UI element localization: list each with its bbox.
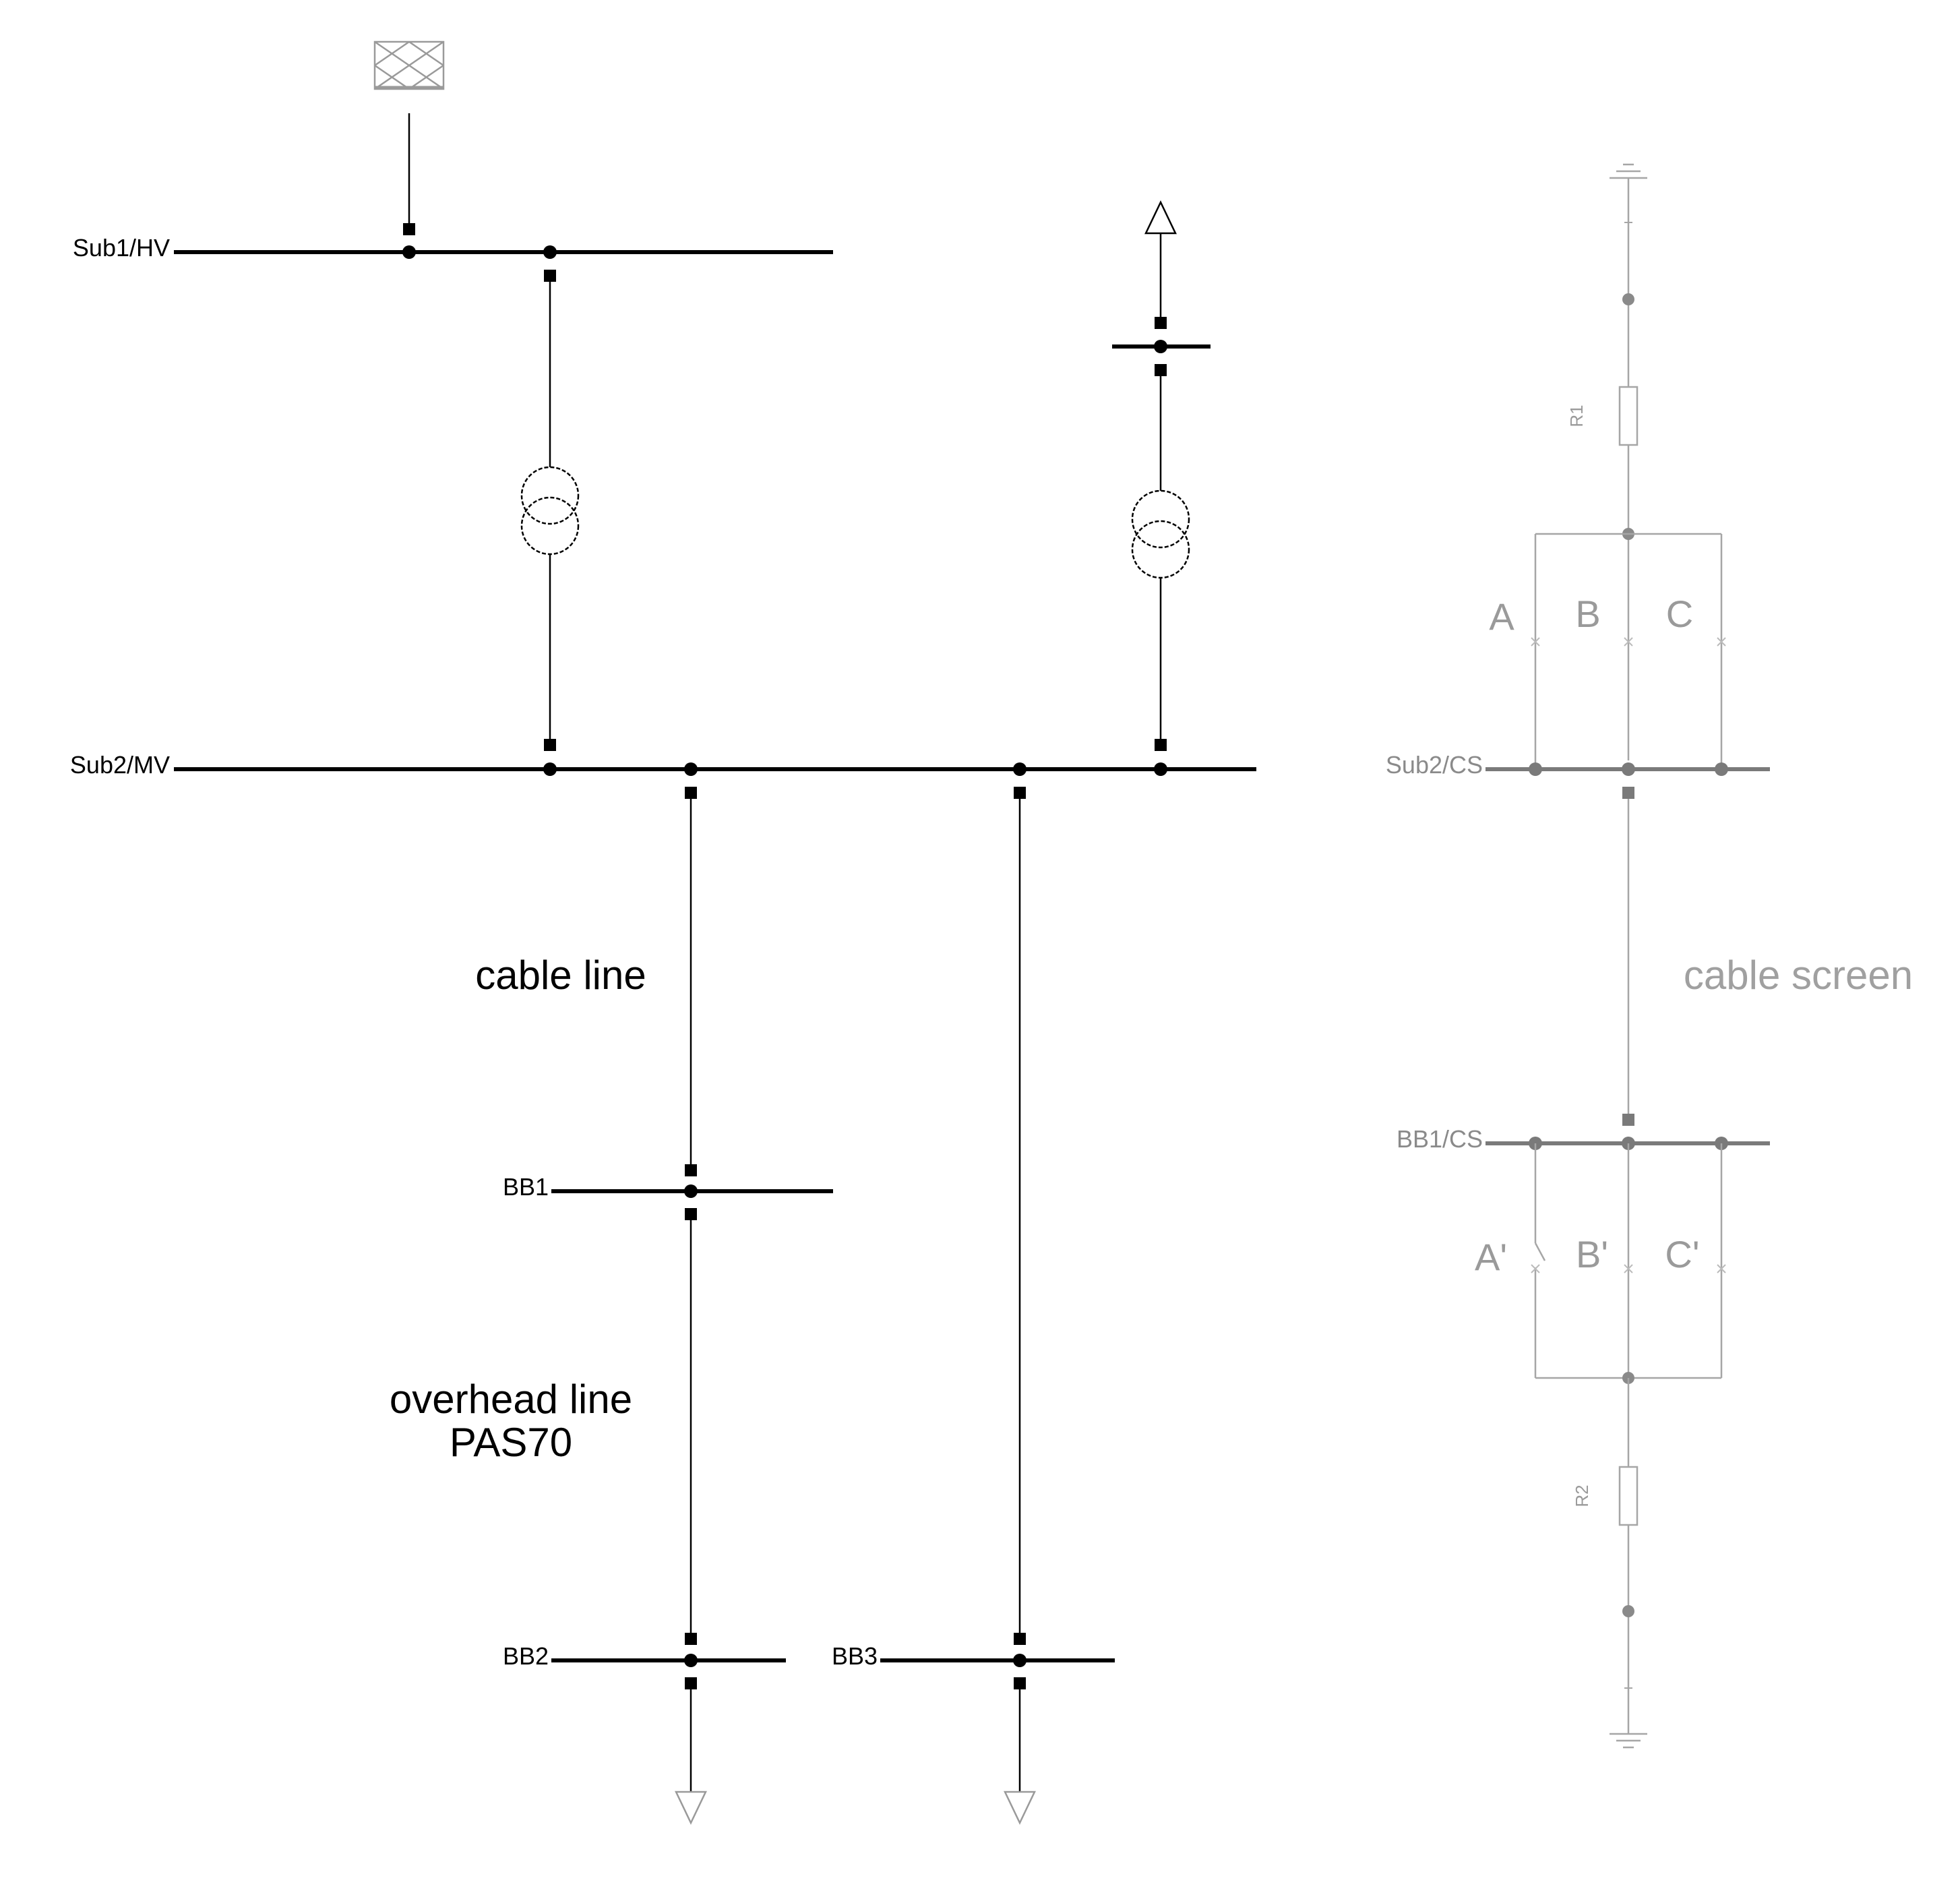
label-phase-b: B xyxy=(1575,593,1600,635)
breaker-square xyxy=(1622,1114,1634,1126)
label-overhead-line: overhead line xyxy=(390,1377,632,1422)
breaker-square xyxy=(685,787,697,799)
label-sub2-cs: Sub2/CS xyxy=(1386,751,1483,779)
breaker-square xyxy=(544,270,556,282)
transformer-1-icon[interactable] xyxy=(520,466,580,555)
label-pas70: PAS70 xyxy=(450,1420,572,1465)
node-dot xyxy=(1013,762,1027,776)
node-dot xyxy=(543,245,557,259)
breaker-square xyxy=(685,1633,697,1645)
resistor-r2[interactable] xyxy=(1618,1466,1639,1526)
breaker-square xyxy=(685,1677,697,1689)
breaker-square xyxy=(685,1208,697,1220)
breaker-square xyxy=(1622,787,1634,799)
label-bb1: BB1 xyxy=(503,1173,549,1201)
label-sub2-mv: Sub2/MV xyxy=(70,751,170,779)
breaker-square xyxy=(1014,1633,1026,1645)
label-bb2: BB2 xyxy=(503,1642,549,1670)
node-dot xyxy=(1622,1605,1634,1617)
main-network xyxy=(174,40,1256,1825)
label-phase-c-prime: C' xyxy=(1665,1233,1699,1275)
breaker-square xyxy=(544,739,556,751)
node-dot xyxy=(1715,762,1728,776)
label-cable-screen: cable screen xyxy=(1684,953,1913,998)
node-dot xyxy=(684,1184,698,1198)
breaker-square xyxy=(1155,317,1167,329)
label-bb1-cs: BB1/CS xyxy=(1397,1125,1483,1153)
transformer-2-icon[interactable] xyxy=(1131,489,1190,579)
earth-icon xyxy=(1610,163,1647,179)
label-phase-b-prime: B' xyxy=(1576,1233,1608,1275)
label-phase-a-prime: A' xyxy=(1475,1236,1507,1278)
label-cable-line: cable line xyxy=(475,953,646,998)
node-dot xyxy=(402,245,416,259)
breaker-square xyxy=(1155,739,1167,751)
node-dot xyxy=(1622,293,1634,305)
label-r1: R1 xyxy=(1566,404,1587,427)
breaker-square xyxy=(1014,787,1026,799)
node-dot xyxy=(1529,762,1542,776)
cable-screen-network xyxy=(1486,163,1770,1749)
node-dot xyxy=(1013,1654,1027,1667)
external-grid-breaker xyxy=(403,223,415,235)
node-dot xyxy=(684,762,698,776)
phase-box-upper xyxy=(1534,533,1723,769)
cross-markers xyxy=(1531,637,1726,647)
cross-markers xyxy=(1531,1264,1726,1273)
label-phase-c: C xyxy=(1666,593,1693,635)
label-phase-a: A xyxy=(1489,595,1514,638)
external-grid-icon xyxy=(373,40,445,90)
load-arrow-icon xyxy=(1144,200,1177,235)
node-dot xyxy=(684,1654,698,1667)
earth-icon xyxy=(1610,1733,1647,1749)
breaker-square xyxy=(1014,1677,1026,1689)
label-sub1-hv: Sub1/HV xyxy=(73,234,170,262)
node-dot xyxy=(1622,762,1635,776)
breaker-square xyxy=(1155,364,1167,376)
resistor-r1[interactable] xyxy=(1618,386,1639,446)
load-arrow-icon xyxy=(675,1791,707,1825)
label-bb3: BB3 xyxy=(832,1642,878,1670)
node-dot xyxy=(1154,340,1167,353)
node-dot xyxy=(1154,762,1167,776)
breaker-square xyxy=(685,1164,697,1176)
load-arrow-icon xyxy=(1004,1791,1036,1825)
label-r2: R2 xyxy=(1572,1484,1592,1507)
node-dot xyxy=(543,762,557,776)
